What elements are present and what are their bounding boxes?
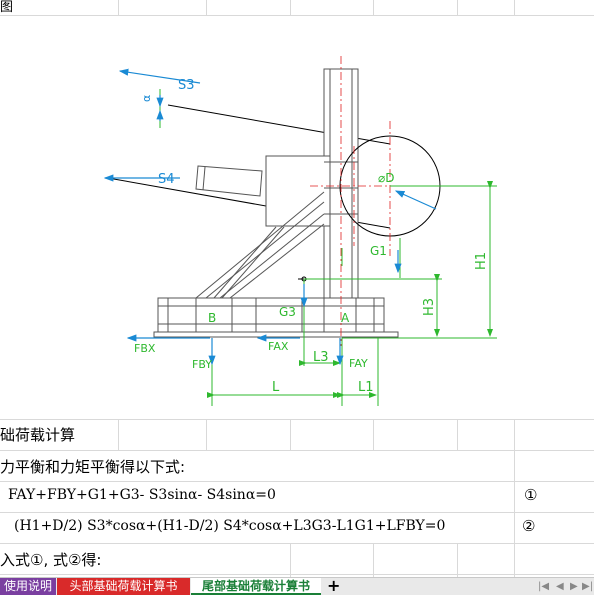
section-title[interactable]: 础荷载计算 xyxy=(0,426,76,444)
tab-tail-foundation-load[interactable]: 尾部基础荷载计算书 xyxy=(191,578,321,595)
intro-text[interactable]: 力平衡和力矩平衡得以下式: xyxy=(0,458,186,476)
last-sheet-icon[interactable]: ▶| xyxy=(582,581,594,592)
tab-head-foundation-load[interactable]: 头部基础荷载计算书 xyxy=(57,578,190,595)
formula-1-number[interactable]: ① xyxy=(524,486,538,504)
label-l3: L3 xyxy=(313,350,329,365)
substitute-text[interactable]: 入式①, 式②得: xyxy=(0,551,102,569)
prev-sheet-icon[interactable]: ◀ xyxy=(556,581,564,592)
formula-1[interactable]: FAY+FBY+G1+G3- S3sinα- S4sinα=0 xyxy=(8,487,276,503)
formula-2-number[interactable]: ② xyxy=(522,517,536,535)
label-fby: FBY xyxy=(192,358,212,371)
label-g1: G1 xyxy=(370,244,387,258)
top-cell-fragment[interactable]: 图 xyxy=(0,0,14,15)
label-fax: FAX xyxy=(268,340,289,353)
label-fbx: FBX xyxy=(134,342,156,355)
label-l: L xyxy=(272,380,280,395)
label-b: B xyxy=(208,311,216,325)
label-phi-d: ⌀D xyxy=(378,171,394,185)
label-alpha: α xyxy=(140,95,153,102)
sheet-tab-bar: 使用说明 头部基础荷载计算书 尾部基础荷载计算书 + |◀ ◀ ▶ ▶| xyxy=(0,577,594,595)
spreadsheet-grid xyxy=(0,0,594,578)
next-sheet-icon[interactable]: ▶ xyxy=(570,581,578,592)
engineering-diagram: S3 S4 α ⌀D G1 G3 H1 H3 B A FBX FAX FBY F… xyxy=(103,56,497,406)
add-sheet-button[interactable]: + xyxy=(327,576,341,595)
label-s3: S3 xyxy=(178,78,195,93)
label-g3: G3 xyxy=(279,305,296,319)
tab-usage-instructions[interactable]: 使用说明 xyxy=(0,578,56,595)
formula-2[interactable]: (H1+D/2) S3*cosα+(H1-D/2) S4*cosα+L3G3-L… xyxy=(14,518,446,534)
label-fay: FAY xyxy=(349,357,368,370)
first-sheet-icon[interactable]: |◀ xyxy=(538,581,550,592)
label-a: A xyxy=(341,311,350,325)
label-h1: H1 xyxy=(474,252,489,270)
label-h3: H3 xyxy=(422,298,437,316)
label-l1: L1 xyxy=(358,380,374,395)
label-s4: S4 xyxy=(158,172,175,187)
